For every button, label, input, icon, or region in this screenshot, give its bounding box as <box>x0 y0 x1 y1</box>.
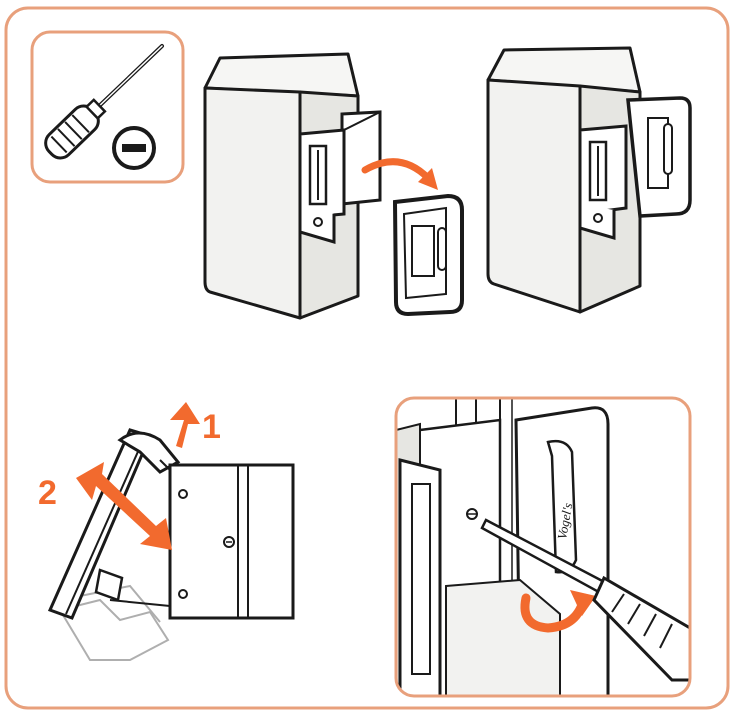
detail-panel: Vogel's <box>396 398 690 696</box>
flathead-minus-icon <box>114 128 154 168</box>
tool-panel <box>32 32 183 182</box>
hinge-detached <box>395 196 462 314</box>
step2-label: 2 <box>38 474 57 512</box>
step1-label: 1 <box>202 408 221 446</box>
cabinet-before <box>205 54 380 318</box>
